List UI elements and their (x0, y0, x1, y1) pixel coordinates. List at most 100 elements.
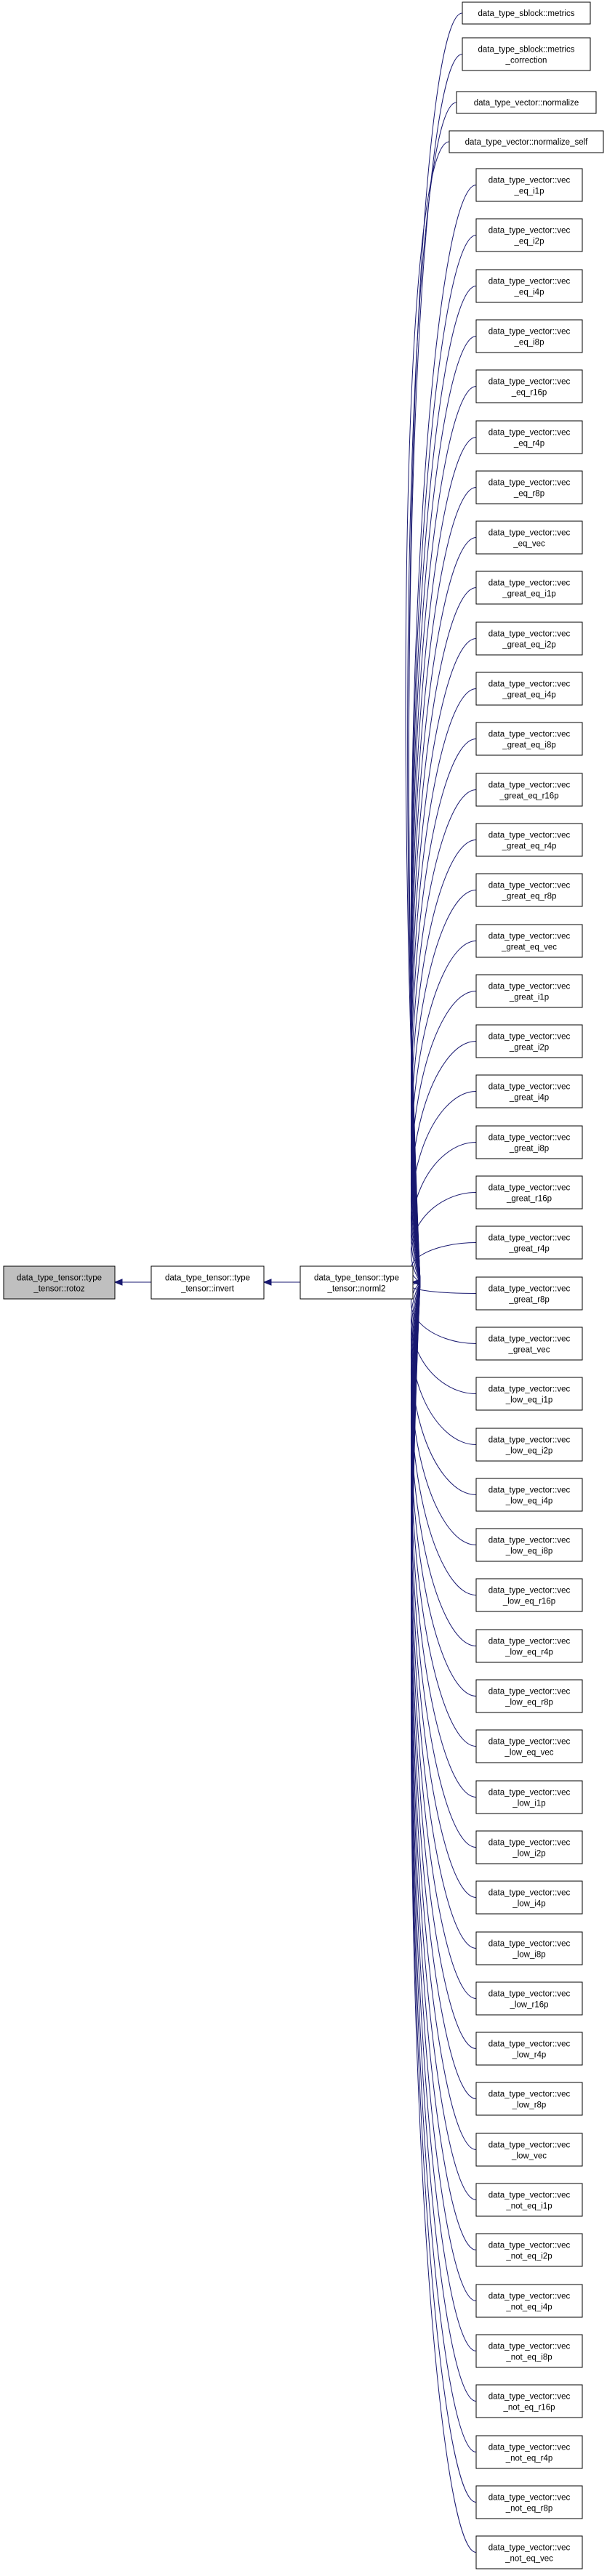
node-caller-43[interactable]: data_type_vector::vec_not_eq_i8p (475, 2334, 583, 2368)
edge-caller-29 (411, 1279, 477, 1646)
node-caller-top-0[interactable]: data_type_sblock::metrics (462, 1, 591, 25)
node-caller-14[interactable]: data_type_vector::vec_great_eq_r8p (475, 873, 583, 907)
edge-caller-43 (410, 1279, 477, 2351)
node-caller-46-box (475, 2485, 583, 2519)
node-caller-14-label-line1: data_type_vector::vec (489, 882, 571, 890)
node-caller-30[interactable]: data_type_vector::vec_low_eq_r8p (475, 1679, 583, 1713)
node-caller-40[interactable]: data_type_vector::vec_not_eq_i1p (475, 2183, 583, 2217)
node-caller-21[interactable]: data_type_vector::vec_great_r4p (475, 1225, 583, 1260)
node-caller-15[interactable]: data_type_vector::vec_great_eq_vec (475, 924, 583, 958)
node-caller-35-box (475, 1931, 583, 1965)
node-caller-top-3[interactable]: data_type_vector::normalize_self (449, 130, 604, 153)
node-caller-33[interactable]: data_type_vector::vec_low_i2p (475, 1830, 583, 1864)
node-caller-4[interactable]: data_type_vector::vec_eq_r16p (475, 369, 583, 403)
node-caller-12-label-line1: data_type_vector::vec (489, 781, 571, 790)
node-caller-12-label-line2: _great_eq_r16p (499, 792, 558, 801)
node-caller-5-label-line2: _eq_r4p (513, 440, 544, 448)
node-caller-29[interactable]: data_type_vector::vec_low_eq_r4p (475, 1629, 583, 1663)
node-caller-4-label-line1: data_type_vector::vec (489, 378, 571, 387)
node-caller-top-2[interactable]: data_type_vector::normalize (456, 91, 597, 114)
node-caller-14-box (475, 873, 583, 907)
node-caller-top-1[interactable]: data_type_sblock::metrics_correction (462, 37, 591, 71)
edge-caller-25 (410, 1279, 477, 1445)
node-caller-18-label-line1: data_type_vector::vec (489, 1083, 571, 1092)
node-caller-7[interactable]: data_type_vector::vec_eq_vec (475, 520, 583, 555)
node-caller-top-1-label-line2: _correction (505, 57, 547, 65)
node-caller-8-box (475, 571, 583, 605)
node-caller-31[interactable]: data_type_vector::vec_low_eq_vec (475, 1729, 583, 1763)
node-caller-2[interactable]: data_type_vector::vec_eq_i4p (475, 269, 583, 303)
node-caller-23[interactable]: data_type_vector::vec_great_vec (475, 1327, 583, 1361)
node-caller-25[interactable]: data_type_vector::vec_low_eq_i2p (475, 1428, 583, 1462)
node-caller-32[interactable]: data_type_vector::vec_low_i1p (475, 1780, 583, 1814)
node-caller-20[interactable]: data_type_vector::vec_great_r16p (475, 1175, 583, 1209)
node-caller-41[interactable]: data_type_vector::vec_not_eq_i2p (475, 2233, 583, 2267)
node-caller-10[interactable]: data_type_vector::vec_great_eq_i4p (475, 672, 583, 706)
node-caller-16[interactable]: data_type_vector::vec_great_i1p (475, 974, 583, 1008)
node-caller-6-label-line1: data_type_vector::vec (489, 479, 571, 488)
edge-caller-13 (410, 840, 477, 1286)
node-caller-44-box (475, 2384, 583, 2418)
node-caller-37[interactable]: data_type_vector::vec_low_r4p (475, 2032, 583, 2066)
node-invert[interactable]: data_type_tensor::type_tensor::invert (150, 1265, 265, 1300)
node-caller-23-label-line1: data_type_vector::vec (489, 1335, 571, 1344)
node-caller-24[interactable]: data_type_vector::vec_low_eq_i1p (475, 1377, 583, 1411)
node-caller-38[interactable]: data_type_vector::vec_low_r8p (475, 2082, 583, 2116)
node-caller-21-box (475, 1225, 583, 1260)
node-caller-0[interactable]: data_type_vector::vec_eq_i1p (475, 168, 583, 202)
node-caller-19[interactable]: data_type_vector::vec_great_i8p (475, 1125, 583, 1159)
node-caller-5[interactable]: data_type_vector::vec_eq_r4p (475, 420, 583, 454)
node-caller-41-box (475, 2233, 583, 2267)
node-caller-1-box (475, 218, 583, 252)
node-caller-36[interactable]: data_type_vector::vec_low_r16p (475, 1981, 583, 2016)
node-norml2-label-line2: _tensor::norml2 (327, 1285, 386, 1294)
node-caller-7-box (475, 520, 583, 555)
node-caller-17[interactable]: data_type_vector::vec_great_i2p (475, 1024, 583, 1058)
node-caller-33-label-line2: _low_i2p (512, 1850, 545, 1859)
edge-caller-19 (410, 1142, 477, 1286)
node-caller-33-box (475, 1830, 583, 1864)
node-caller-36-label-line2: _low_r16p (509, 2001, 548, 2010)
node-caller-46[interactable]: data_type_vector::vec_not_eq_r8p (475, 2485, 583, 2519)
node-caller-45[interactable]: data_type_vector::vec_not_eq_r4p (475, 2435, 583, 2469)
node-caller-27[interactable]: data_type_vector::vec_low_eq_i8p (475, 1528, 583, 1562)
node-caller-6[interactable]: data_type_vector::vec_eq_r8p (475, 470, 583, 504)
node-norml2-label-line1: data_type_tensor::type (314, 1274, 399, 1283)
node-caller-13[interactable]: data_type_vector::vec_great_eq_r4p (475, 823, 583, 857)
node-caller-11[interactable]: data_type_vector::vec_great_eq_i8p (475, 722, 583, 756)
node-caller-9[interactable]: data_type_vector::vec_great_eq_i2p (475, 621, 583, 656)
node-caller-3[interactable]: data_type_vector::vec_eq_i8p (475, 319, 583, 353)
node-caller-1[interactable]: data_type_vector::vec_eq_i2p (475, 218, 583, 252)
node-caller-27-label-line2: _low_eq_i8p (505, 1547, 553, 1556)
node-caller-38-box (475, 2082, 583, 2116)
node-caller-9-label-line1: data_type_vector::vec (489, 630, 571, 639)
node-caller-28[interactable]: data_type_vector::vec_low_eq_r16p (475, 1578, 583, 1612)
node-caller-10-box (475, 672, 583, 706)
node-caller-43-label-line1: data_type_vector::vec (489, 2343, 571, 2351)
node-caller-21-label-line2: _great_r4p (508, 1245, 550, 1254)
node-caller-8[interactable]: data_type_vector::vec_great_eq_i1p (475, 571, 583, 605)
node-caller-22-box (475, 1276, 583, 1311)
node-caller-18[interactable]: data_type_vector::vec_great_i4p (475, 1074, 583, 1108)
node-caller-8-label-line1: data_type_vector::vec (489, 579, 571, 588)
node-caller-13-box (475, 823, 583, 857)
node-caller-22[interactable]: data_type_vector::vec_great_r8p (475, 1276, 583, 1311)
node-caller-42[interactable]: data_type_vector::vec_not_eq_i4p (475, 2284, 583, 2318)
node-rotoz[interactable]: data_type_tensor::type_tensor::rotoz (3, 1265, 116, 1300)
node-caller-0-label-line2: _eq_i1p (514, 188, 544, 196)
node-caller-47[interactable]: data_type_vector::vec_not_eq_vec (475, 2535, 583, 2569)
node-caller-12[interactable]: data_type_vector::vec_great_eq_r16p (475, 773, 583, 807)
node-caller-26[interactable]: data_type_vector::vec_low_eq_i4p (475, 1478, 583, 1512)
node-caller-27-label-line1: data_type_vector::vec (489, 1537, 571, 1545)
node-caller-35[interactable]: data_type_vector::vec_low_i8p (475, 1931, 583, 1965)
node-caller-25-label-line2: _low_eq_i2p (505, 1447, 553, 1456)
node-caller-23-box (475, 1327, 583, 1361)
node-norml2[interactable]: data_type_tensor::type_tensor::norml2 (300, 1265, 414, 1300)
node-caller-3-label-line2: _eq_i8p (514, 339, 544, 347)
edge-caller-17 (410, 1041, 477, 1286)
node-caller-39-box (475, 2133, 583, 2167)
node-caller-34[interactable]: data_type_vector::vec_low_i4p (475, 1880, 583, 1915)
node-caller-44[interactable]: data_type_vector::vec_not_eq_r16p (475, 2384, 583, 2418)
node-caller-39[interactable]: data_type_vector::vec_low_vec (475, 2133, 583, 2167)
